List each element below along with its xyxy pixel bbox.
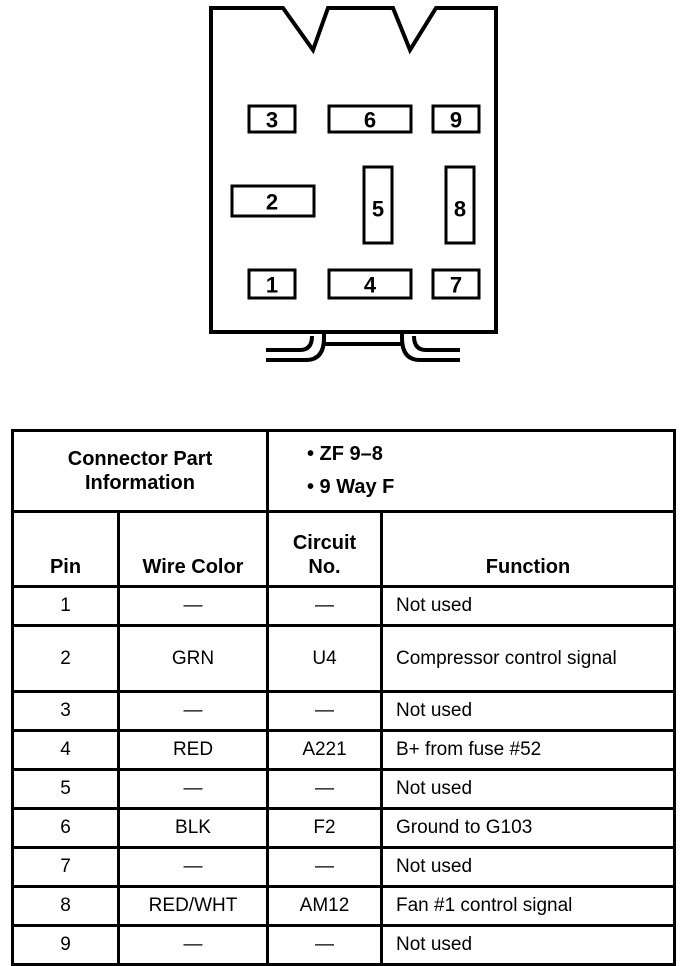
pin-number-2: 2	[266, 190, 278, 215]
function-cell: B+ from fuse #52	[380, 729, 676, 771]
connector-face-diagram: 3 6 9 2 5 8 1 4 7	[209, 6, 498, 362]
pin-cell: 4	[11, 729, 120, 771]
function-cell: Fan #1 control signal	[380, 885, 676, 927]
connector-pinout-table: Connector Part Information • ZF 9–8 • 9 …	[11, 429, 676, 966]
part-number: • ZF 9–8	[307, 443, 383, 465]
table-row: 1——Not used	[11, 585, 676, 627]
circuit-cell: A221	[266, 729, 383, 771]
pin-cell: 2	[11, 624, 120, 693]
pin-cavity-8	[444, 165, 476, 245]
pin-number-1: 1	[266, 273, 278, 298]
function-cell: Compressor control signal	[380, 624, 676, 693]
function-cell: Not used	[380, 924, 676, 966]
circuit-cell: —	[266, 690, 383, 732]
part-info-values: • ZF 9–8 • 9 Way F	[266, 429, 676, 513]
table-row: 5——Not used	[11, 768, 676, 810]
pin-cell: 1	[11, 585, 120, 627]
pin-cavity-6	[327, 104, 413, 134]
connector-type: • 9 Way F	[307, 476, 395, 498]
pin-cell: 9	[11, 924, 120, 966]
table-row: 9——Not used	[11, 924, 676, 966]
pin-cavity-7	[431, 268, 481, 300]
wire-color-cell: RED/WHT	[117, 885, 269, 927]
pin-number-6: 6	[364, 108, 376, 133]
circuit-cell: —	[266, 768, 383, 810]
pin-column-header: Pin	[11, 510, 120, 588]
part-info-row: Connector Part Information • ZF 9–8 • 9 …	[11, 429, 676, 513]
wire-color-cell: —	[117, 924, 269, 966]
pin-cavity-2	[230, 184, 316, 218]
pin-cavity-9	[431, 104, 481, 134]
pin-number-8: 8	[454, 197, 466, 222]
circuit-cell: U4	[266, 624, 383, 693]
pin-number-9: 9	[450, 108, 462, 133]
function-cell: Not used	[380, 846, 676, 888]
pin-cell: 6	[11, 807, 120, 849]
function-cell: Not used	[380, 768, 676, 810]
pin-number-5: 5	[372, 197, 384, 222]
circuit-cell: AM12	[266, 885, 383, 927]
function-column-header: Function	[380, 510, 676, 588]
connector-latch	[266, 332, 460, 362]
pin-cavity-5	[362, 165, 394, 245]
pin-cell: 5	[11, 768, 120, 810]
pin-number-4: 4	[364, 273, 377, 298]
wire-color-column-header: Wire Color	[117, 510, 269, 588]
pin-number-7: 7	[450, 273, 462, 298]
wire-color-cell: —	[117, 585, 269, 627]
wire-color-cell: —	[117, 690, 269, 732]
pin-cavity-3	[247, 104, 297, 134]
table-row: 3——Not used	[11, 690, 676, 732]
table-row: 7——Not used	[11, 846, 676, 888]
pin-cavity-4	[327, 268, 413, 300]
part-info-label: Connector Part Information	[11, 429, 269, 513]
pin-number-3: 3	[266, 108, 278, 133]
wire-color-cell: BLK	[117, 807, 269, 849]
wire-color-cell: GRN	[117, 624, 269, 693]
function-cell: Not used	[380, 690, 676, 732]
column-header-row: Pin Wire Color Circuit No. Function	[11, 510, 676, 588]
circuit-cell: —	[266, 846, 383, 888]
wire-color-cell: RED	[117, 729, 269, 771]
circuit-cell: F2	[266, 807, 383, 849]
pin-cell: 7	[11, 846, 120, 888]
pin-cavity-1	[247, 268, 297, 300]
circuit-cell: —	[266, 924, 383, 966]
wire-color-cell: —	[117, 846, 269, 888]
pin-cell: 3	[11, 690, 120, 732]
circuit-cell: —	[266, 585, 383, 627]
wire-color-cell: —	[117, 768, 269, 810]
pin-cell: 8	[11, 885, 120, 927]
function-cell: Ground to G103	[380, 807, 676, 849]
function-cell: Not used	[380, 585, 676, 627]
circuit-column-header: Circuit No.	[266, 510, 383, 588]
